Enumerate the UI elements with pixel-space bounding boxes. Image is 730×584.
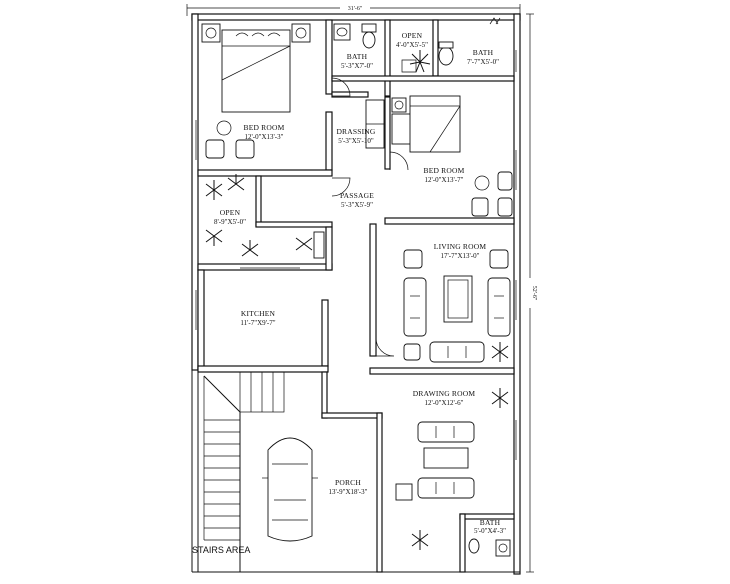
bath-1-name: BATH bbox=[347, 52, 368, 61]
car-icon bbox=[262, 437, 318, 542]
doors bbox=[331, 77, 409, 357]
bed-room-2-name: BED ROOM bbox=[424, 166, 465, 175]
porch-plant-icon bbox=[411, 530, 429, 550]
bath-2-fixtures bbox=[438, 17, 501, 66]
open-2-dims: 8'-9"X5'-0" bbox=[214, 218, 246, 226]
living-room-name: LIVING ROOM bbox=[434, 242, 487, 251]
bath-1-dims: 5'-3"X7'-0" bbox=[341, 62, 373, 70]
kitchen-name: KITCHEN bbox=[241, 309, 276, 318]
living-room-furniture bbox=[403, 249, 511, 363]
open-1-plants bbox=[401, 50, 431, 73]
passage-name: PASSAGE bbox=[340, 191, 374, 200]
bath-3-fixtures bbox=[468, 538, 511, 557]
plot-depth-label: 52'-6" bbox=[531, 286, 537, 301]
bed-room-2-furniture bbox=[391, 95, 513, 217]
open-2-name: OPEN bbox=[220, 208, 241, 217]
stairs bbox=[203, 371, 285, 572]
outer-walls bbox=[191, 13, 521, 575]
drawing-room-name: DRAWING ROOM bbox=[413, 389, 476, 398]
bath-2-dims: 7'-7"X5'-0" bbox=[467, 58, 499, 66]
bed-room-1-dims: 12'-0"X13'-3" bbox=[245, 133, 284, 141]
bath-1-fixtures bbox=[333, 23, 377, 49]
drawing-room-dims: 12'-0"X12'-6" bbox=[425, 399, 464, 407]
interior-walls bbox=[197, 19, 515, 573]
bath-2-name: BATH bbox=[473, 48, 494, 57]
dressing-name: DRASSING bbox=[336, 127, 375, 136]
bath-3-name: BATH bbox=[480, 518, 501, 527]
living-room-dims: 17'-7"X13'-0" bbox=[441, 252, 480, 260]
dressing-dims: 5'-3"X5'-10" bbox=[338, 137, 374, 145]
open-2-plants bbox=[205, 174, 325, 259]
dressing-wardrobe bbox=[365, 99, 385, 149]
passage-dims: 5'-3"X5'-9" bbox=[341, 201, 373, 209]
porch-dims: 13'-9"X18'-3" bbox=[329, 488, 368, 496]
windows bbox=[195, 50, 517, 460]
bath-3-dims: 5'-0"X4'-3" bbox=[474, 527, 506, 535]
drawing-room-furniture bbox=[395, 388, 509, 501]
right-dimension: 52'-6" bbox=[526, 13, 537, 573]
kitchen-dims: 11'-7"X9'-7" bbox=[240, 319, 275, 327]
top-dimension: 31'-6" bbox=[186, 3, 521, 16]
bed-room-2-dims: 12'-0"X13'-7" bbox=[425, 176, 464, 184]
stairs-area-label: STAIRS AREA bbox=[192, 545, 250, 555]
plot-width-label: 31'-6" bbox=[348, 6, 363, 12]
porch-name: PORCH bbox=[335, 478, 361, 487]
open-1-name: OPEN bbox=[402, 31, 423, 40]
bed-room-1-name: BED ROOM bbox=[244, 123, 285, 132]
open-1-dims: 4'-0"X5'-5" bbox=[396, 41, 428, 49]
bed-room-1-furniture bbox=[201, 23, 311, 159]
